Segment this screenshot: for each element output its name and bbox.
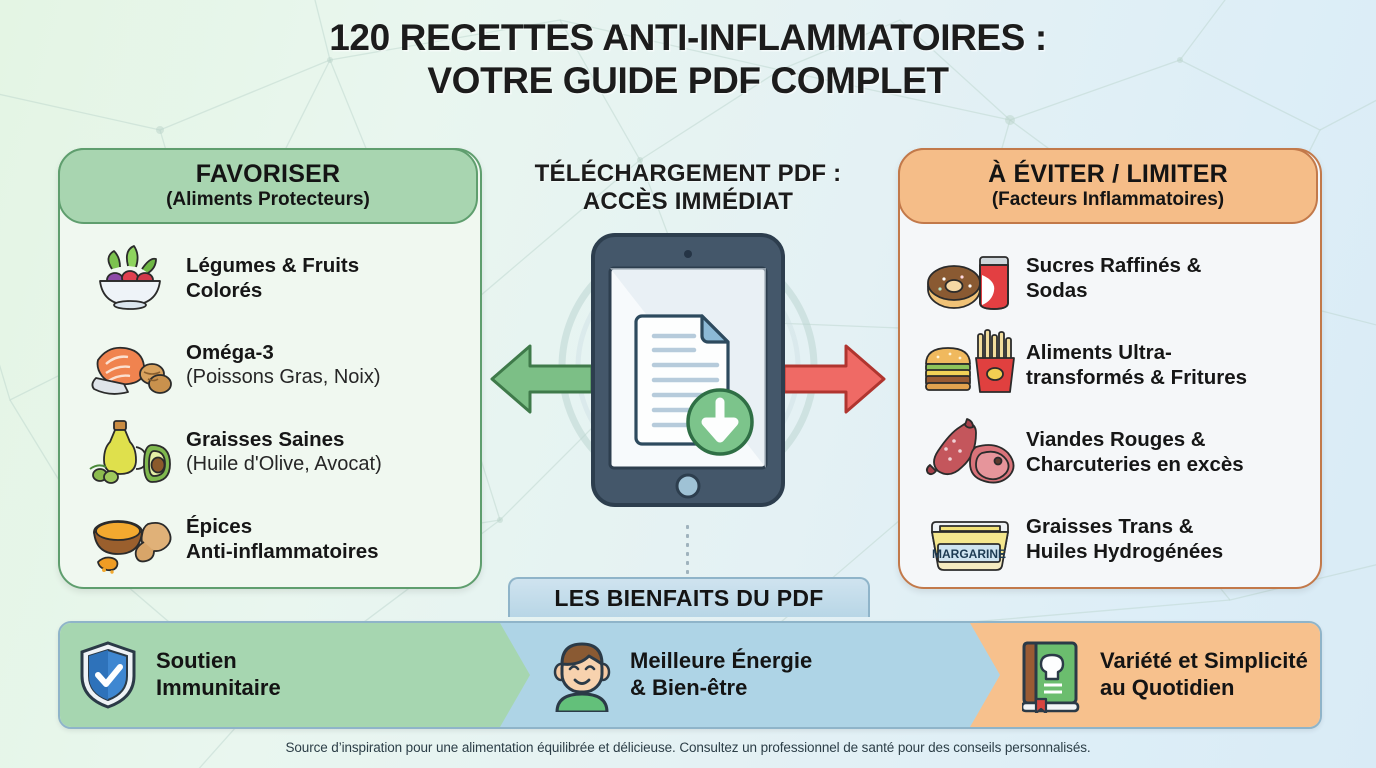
list-item-line1: Oméga-3 — [186, 340, 274, 364]
list-item-text: Aliments Ultra- transformés & Fritures — [1026, 340, 1247, 390]
list-item-line2: (Huile d'Olive, Avocat) — [186, 452, 382, 475]
list-item-text: Graisses Trans & Huiles Hydrogénées — [1026, 514, 1223, 564]
list-item-text: Épices Anti-inflammatoires — [186, 514, 379, 564]
list-item: Sucres Raffinés & Sodas — [900, 234, 1320, 321]
center-title-line1: TÉLÉCHARGEMENT PDF : — [534, 160, 842, 187]
page-title-line2: VOTRE GUIDE PDF COMPLET — [427, 60, 949, 102]
right-arrow-red-icon — [782, 344, 886, 414]
list-item-line2: Huiles Hydrogénées — [1026, 539, 1224, 563]
list-item: Viandes Rouges & Charcuteries en excès — [900, 408, 1320, 495]
benefit-label: Variété et Simplicité au Quotidien — [1100, 648, 1308, 702]
sausage-and-steak-icon — [922, 413, 1018, 491]
list-item-line1: Légumes & Fruits — [186, 253, 360, 277]
center-title: TÉLÉCHARGEMENT PDF : ACCÈS IMMÉDIAT — [488, 160, 888, 217]
list-item: Aliments Ultra- transformés & Fritures — [900, 321, 1320, 408]
cookbook-chef-hat-icon — [1004, 637, 1100, 713]
list-item-line1: Aliments Ultra- — [1026, 340, 1172, 364]
benefits-bar: Soutien Immunitaire Meilleure Énergie & … — [58, 621, 1322, 729]
list-item-line2: Anti-inflammatoires — [186, 539, 379, 563]
a-eviter-header-subtitle: (Facteurs Inflammatoires) — [991, 188, 1225, 210]
footnote-text: Source d’inspiration pour une alimentati… — [285, 740, 1091, 755]
a-eviter-panel-header: À ÉVITER / LIMITER (Facteurs Inflammatoi… — [898, 148, 1318, 224]
benefit-label: Meilleure Énergie & Bien-être — [630, 648, 812, 702]
burger-and-fries-icon — [922, 326, 1018, 404]
bowl-of-fruits-and-vegetables-icon — [82, 239, 178, 317]
olive-oil-and-avocado-icon — [82, 413, 178, 491]
dotted-connector-line — [686, 525, 689, 577]
list-item-text: Viandes Rouges & Charcuteries en excès — [1026, 427, 1244, 477]
favoriser-item-list: Légumes & Fruits Colorés — [60, 234, 480, 582]
benefit-line1: Meilleure Énergie — [630, 648, 813, 674]
list-item-text: Graisses Saines (Huile d'Olive, Avocat) — [186, 427, 382, 476]
list-item-line2: Charcuteries en excès — [1026, 452, 1244, 476]
benefits-tab-label: LES BIENFAITS DU PDF — [508, 577, 870, 617]
benefit-line2: Immunitaire — [156, 675, 281, 700]
download-arrow-icon — [686, 388, 754, 456]
list-item: Graisses Saines (Huile d'Olive, Avocat) — [60, 408, 480, 495]
a-eviter-panel: À ÉVITER / LIMITER (Facteurs Inflammatoi… — [898, 148, 1322, 589]
benefit-segment-immunity: Soutien Immunitaire — [60, 623, 530, 727]
favoriser-header-subtitle: (Aliments Protecteurs) — [166, 188, 370, 210]
donut-and-soda-can-icon — [922, 239, 1018, 317]
favoriser-header-title: FAVORISER — [195, 160, 341, 189]
salmon-and-walnuts-icon — [82, 326, 178, 404]
a-eviter-item-list: Sucres Raffinés & Sodas — [900, 234, 1320, 582]
list-item-text: Oméga-3 (Poissons Gras, Noix) — [186, 340, 381, 389]
list-item-line1: Graisses Trans & — [1026, 514, 1194, 538]
list-item-line1: Épices — [186, 514, 253, 538]
list-item-line1: Viandes Rouges & — [1026, 427, 1206, 451]
benefit-line1: Variété et Simplicité — [1100, 648, 1308, 674]
margarine-tub-icon: MARGARINE — [922, 500, 1018, 578]
benefit-line2: au Quotidien — [1100, 675, 1235, 700]
list-item: Épices Anti-inflammatoires — [60, 495, 480, 582]
benefit-segment-variety: Variété et Simplicité au Quotidien — [970, 623, 1320, 727]
list-item-line2: Colorés — [186, 278, 263, 302]
center-title-line2: ACCÈS IMMÉDIAT — [582, 188, 794, 216]
benefit-segment-energy: Meilleure Énergie & Bien-être — [500, 623, 1000, 727]
list-item: MARGARINE Graisses Trans & Huiles Hydrog… — [900, 495, 1320, 582]
person-smiling-icon — [534, 638, 630, 712]
benefit-line1: Soutien — [156, 648, 237, 674]
list-item-text: Sucres Raffinés & Sodas — [1026, 253, 1201, 303]
list-item: Oméga-3 (Poissons Gras, Noix) — [60, 321, 480, 408]
benefit-line2: & Bien-être — [630, 675, 748, 700]
list-item-line2: Sodas — [1026, 278, 1088, 302]
list-item-text: Légumes & Fruits Colorés — [186, 253, 359, 303]
list-item-line2: transformés & Fritures — [1026, 365, 1248, 389]
favoriser-panel-header: FAVORISER (Aliments Protecteurs) — [58, 148, 478, 224]
shield-check-icon — [60, 639, 156, 711]
benefit-label: Soutien Immunitaire — [156, 648, 281, 702]
list-item-line1: Graisses Saines — [186, 427, 345, 451]
svg-text:MARGARINE: MARGARINE — [932, 547, 1006, 561]
a-eviter-header-title: À ÉVITER / LIMITER — [988, 160, 1228, 189]
favoriser-panel: FAVORISER (Aliments Protecteurs) — [58, 148, 482, 589]
list-item-line1: Sucres Raffinés & — [1026, 253, 1202, 277]
left-arrow-green-icon — [490, 344, 594, 414]
page-title: 120 RECETTES ANTI-INFLAMMATOIRES : VOTRE… — [0, 16, 1376, 103]
list-item: Légumes & Fruits Colorés — [60, 234, 480, 321]
spices-turmeric-ginger-icon — [82, 500, 178, 578]
page-title-line1: 120 RECETTES ANTI-INFLAMMATOIRES : — [329, 17, 1047, 58]
tablet-with-pdf-document-icon[interactable] — [590, 232, 786, 508]
list-item-line2: (Poissons Gras, Noix) — [186, 365, 381, 388]
